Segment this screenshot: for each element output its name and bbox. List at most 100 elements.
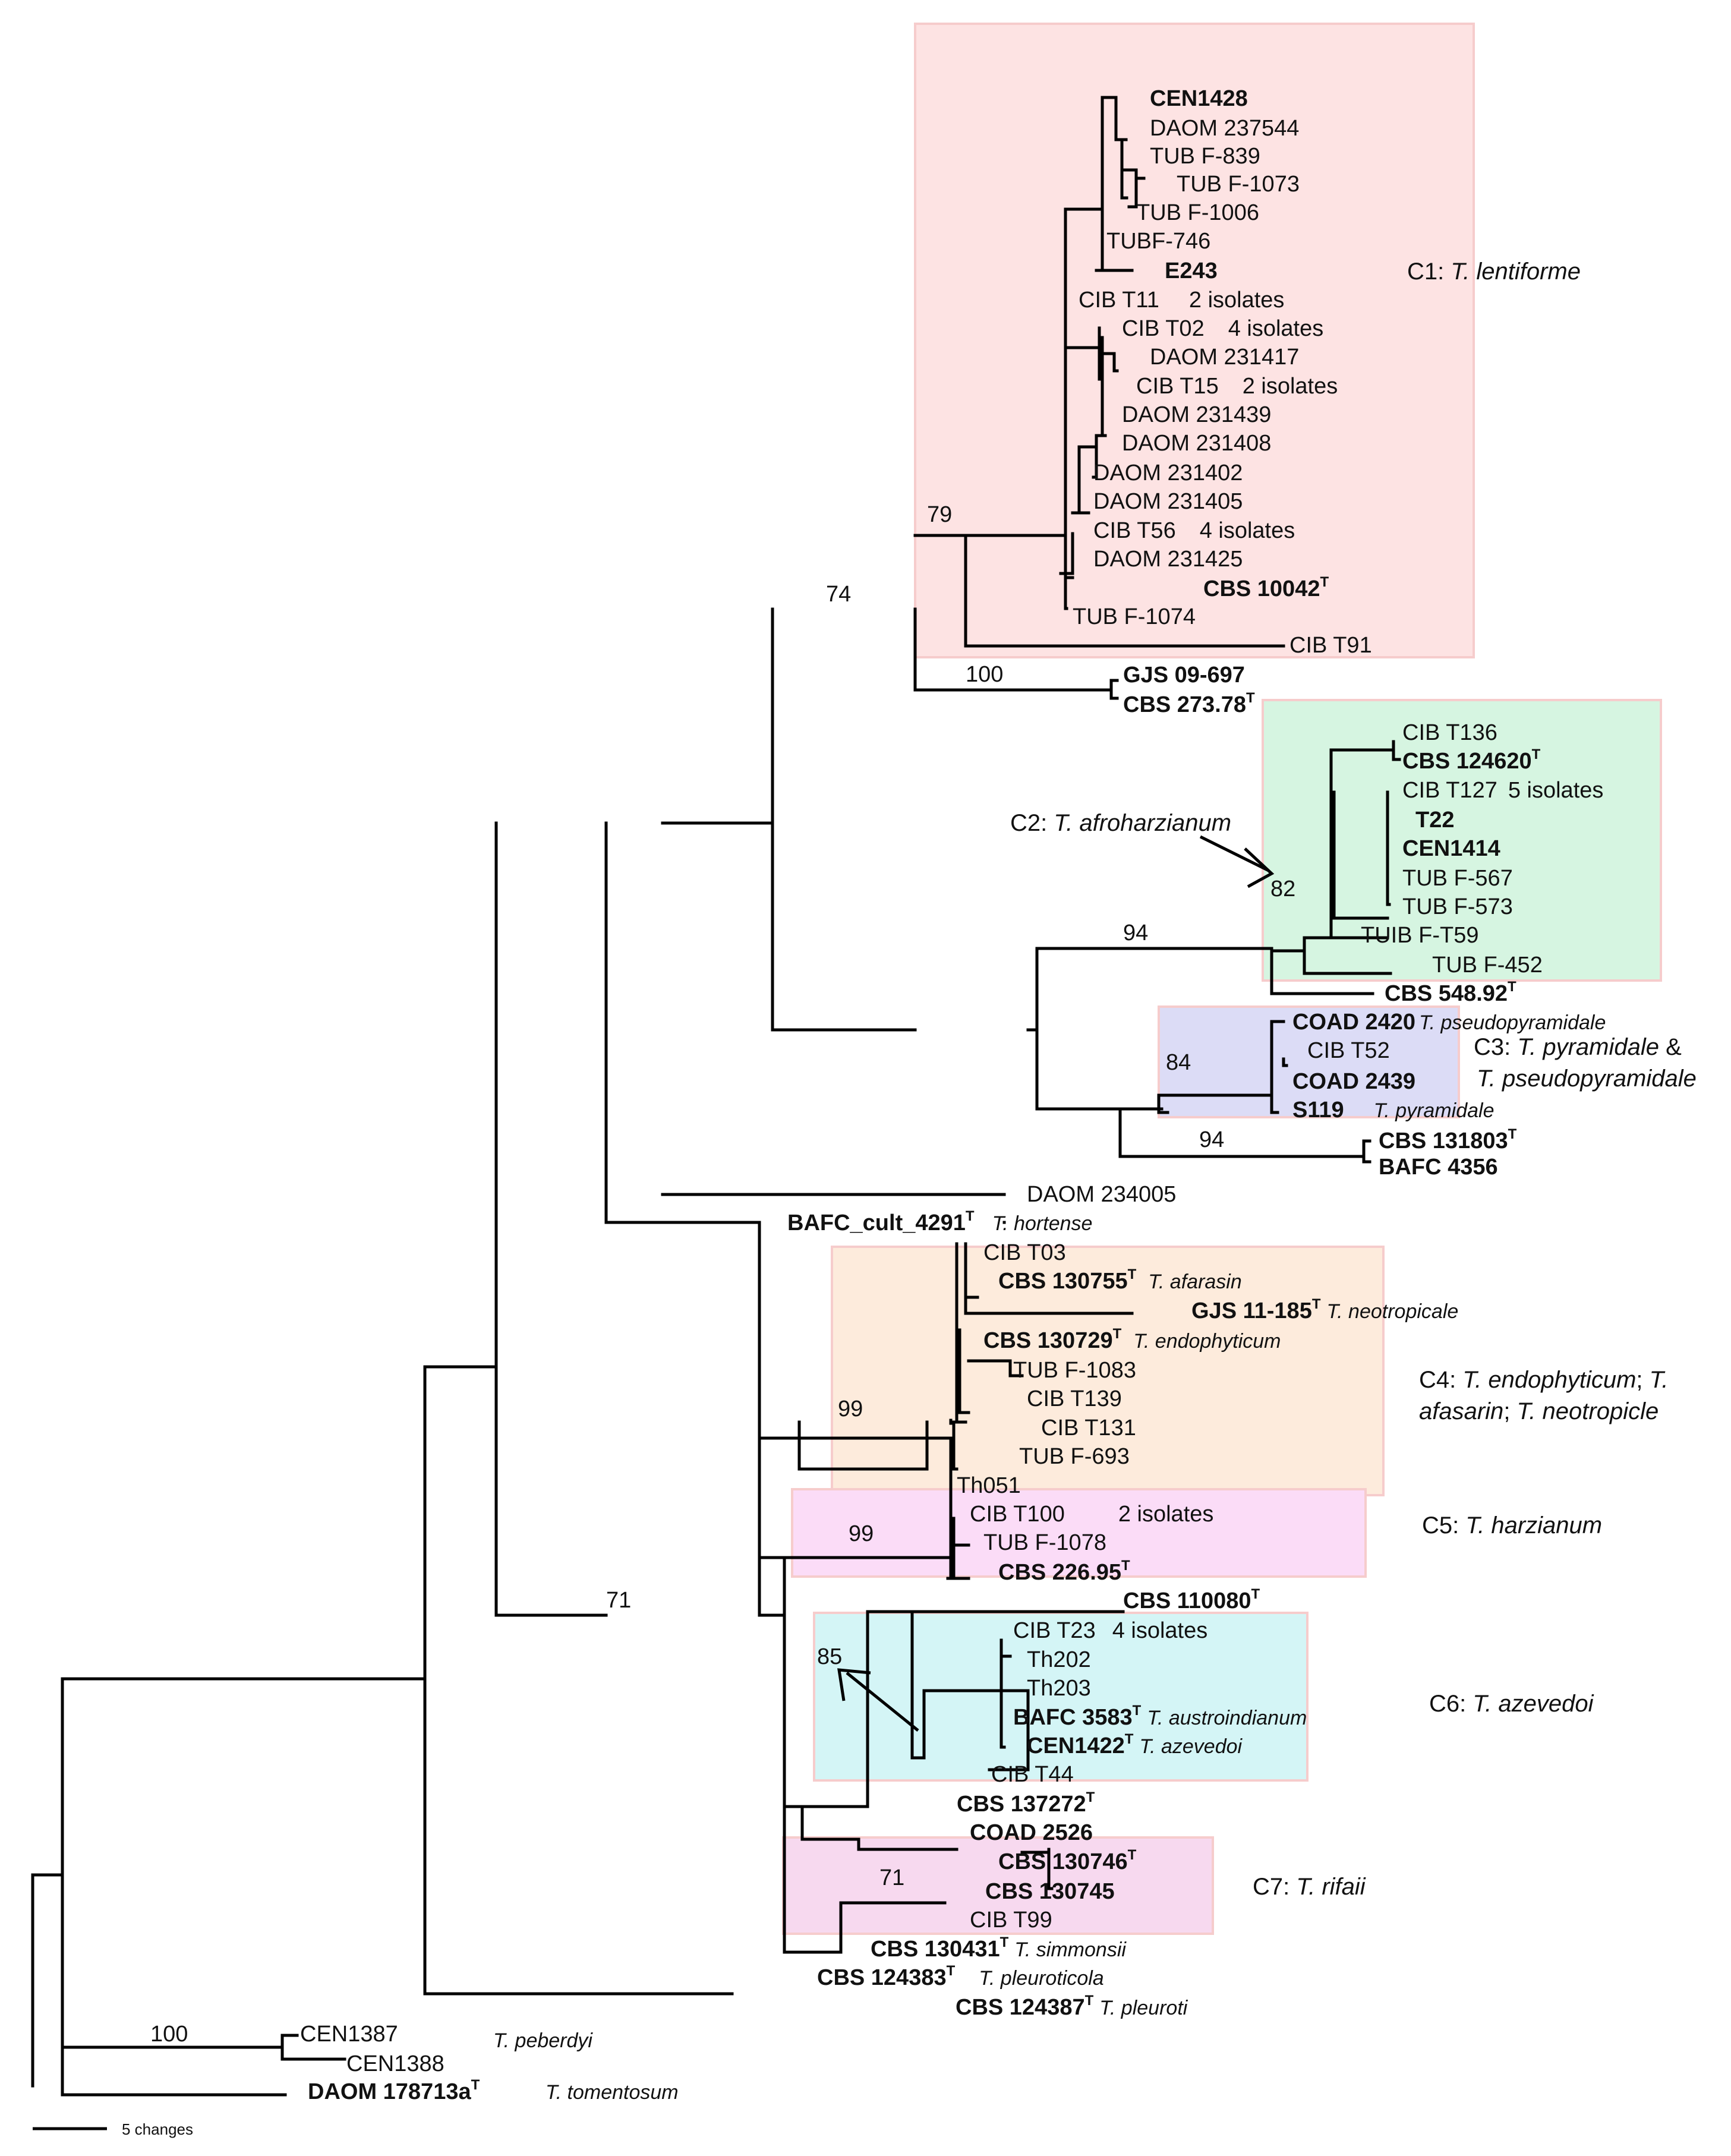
tip-label: CIB T91 (1289, 633, 1372, 658)
clade-c2-label: C2: T. afroharzianum (1010, 810, 1231, 836)
bootstrap-85: 85 (817, 1644, 842, 1669)
scale-bar-label: 5 changes (122, 2120, 193, 2138)
tip-label: CIB T52 (1307, 1038, 1390, 1063)
tip-label: CIB T99 (970, 1908, 1052, 1933)
clade-c3-label-line2: T. pseudopyramidale (1477, 1066, 1697, 1092)
tree-branches-detail (1002, 679, 1371, 1890)
tip-label: DAOM 231417 (1150, 345, 1299, 370)
tip-label: Th051 (957, 1473, 1021, 1498)
clade-c2-box (1262, 699, 1662, 982)
clade-boxes (782, 23, 1662, 1935)
tip-label: DAOM 231439 (1122, 402, 1271, 427)
bootstrap-82: 82 (1270, 877, 1295, 902)
tip-label: TUB F-573 (1402, 894, 1513, 919)
tip-label: T22 (1415, 808, 1454, 833)
bootstrap-values: 79 74 100 82 94 84 94 99 99 71 85 71 100 (150, 502, 1295, 2047)
bootstrap-99a: 99 (838, 1397, 863, 1421)
tip-label: TUB F-693 (1019, 1444, 1130, 1469)
tip-label: Th202 (1027, 1647, 1091, 1672)
clade-c1-box (914, 23, 1475, 658)
tip-label: CBS 110080T (1123, 1586, 1260, 1613)
tip-label: E243 (1165, 259, 1218, 283)
bootstrap-94b: 94 (1199, 1127, 1224, 1152)
tip-label: COAD 2526 (970, 1820, 1093, 1845)
tip-label: GJS 09-697 (1123, 663, 1245, 688)
clade-c1-label: C1: T. lentiforme (1407, 259, 1581, 285)
species-label: T. peberdyi (493, 2029, 593, 2052)
tip-label: DAOM 231402 (1093, 461, 1243, 486)
tip-label: TUB F-1078 (983, 1530, 1106, 1555)
tip-label: DAOM 234005 (1027, 1182, 1176, 1207)
tip-label: DAOM 231425 (1093, 547, 1243, 572)
tip-label: CIB T131 (1041, 1416, 1136, 1441)
tip-label: CEN1428 (1150, 86, 1248, 111)
tip-label: DAOM 237544 (1150, 116, 1299, 141)
species-label: T. tomentosum (546, 2081, 679, 2104)
tip-label: TUB F-839 (1150, 144, 1260, 169)
tip-label: TUB F-1073 (1177, 172, 1300, 197)
bootstrap-99b: 99 (849, 1521, 874, 1546)
tip-label: CBS 124620T (1402, 746, 1541, 774)
tip-label: TUBF-746 (1106, 229, 1210, 254)
clade-c5-box (791, 1488, 1367, 1578)
arrows (837, 835, 1275, 1732)
tip-label: CBS 10042T (1203, 574, 1329, 601)
tip-label: CBS 226.95T (998, 1558, 1130, 1585)
tip-label: Th203 (1027, 1676, 1091, 1701)
tip-label: CIB T03 (983, 1240, 1066, 1265)
tip-label: CEN1388 (346, 2051, 444, 2076)
tip-label: TUB F-452 (1432, 953, 1543, 978)
tip-label: DAOM 231405 (1093, 489, 1243, 514)
tip-label: TUB F-567 (1402, 866, 1513, 891)
tip-labels: CEN1428 DAOM 237544 TUB F-839 TUB F-1073… (300, 86, 1606, 2104)
tip-label: TUB F-1083 (1013, 1358, 1136, 1383)
bootstrap-71b: 71 (879, 1865, 904, 1890)
bootstrap-79: 79 (927, 502, 952, 527)
clade-c7-label: C7: T. rifaii (1253, 1874, 1366, 1900)
clade-c4-label-line1: C4: T. endophyticum; T. (1419, 1367, 1669, 1393)
clade-c3-label-line1: C3: T. pyramidale & (1474, 1034, 1682, 1060)
tip-label: CIB T44 (991, 1762, 1074, 1787)
tip-label: CBS 548.92T (1385, 979, 1516, 1006)
bootstrap-71a: 71 (606, 1588, 631, 1613)
clade-c3-box (1158, 1005, 1460, 1118)
clade-c4-label-line2: afasarin; T. neotropicle (1419, 1398, 1659, 1424)
tip-label: TUIB F-T59 (1361, 923, 1478, 948)
clade-c6-label: C6: T. azevedoi (1429, 1691, 1594, 1717)
tip-label: CBS 137272T (957, 1789, 1095, 1817)
bootstrap-100a: 100 (966, 662, 1003, 687)
tip-label: CEN1387 (300, 2022, 398, 2047)
tip-label: TUB F-1074 (1073, 604, 1196, 629)
bootstrap-74: 74 (826, 582, 851, 607)
clade-c5-label: C5: T. harzianum (1422, 1512, 1602, 1539)
tip-label: DAOM 178713aT (308, 2077, 480, 2104)
bootstrap-84: 84 (1166, 1050, 1191, 1075)
clade-c7-box (782, 1836, 1214, 1935)
clade-c6-box (813, 1612, 1309, 1782)
bootstrap-100b: 100 (150, 2022, 188, 2047)
tip-label: CBS 273.78T (1123, 690, 1255, 717)
tip-label: CBS 130746T (998, 1847, 1137, 1874)
tip-label: CIB T136 (1402, 720, 1497, 745)
scale-bar: 5 changes (33, 2120, 193, 2138)
tip-label: CEN1414 (1402, 836, 1500, 861)
tip-label: COAD 2439 (1292, 1069, 1415, 1094)
